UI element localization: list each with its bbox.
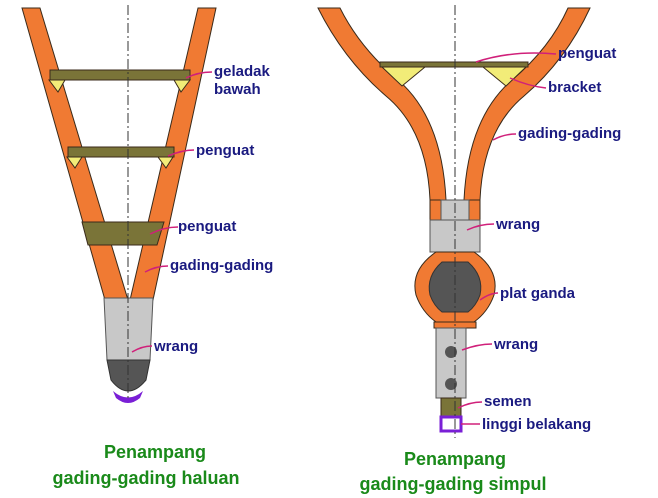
- right-bracket-port: [380, 66, 427, 87]
- right-bracket-starboard: [481, 66, 528, 87]
- left-caption-line1: Penampang: [104, 442, 206, 462]
- left-penguat-block: [81, 221, 165, 246]
- right-leader-plat: [479, 292, 499, 301]
- left-leader-penguat-1: [167, 149, 195, 157]
- left-bow-section: geladak bawah penguat penguat gading-gad…: [21, 5, 273, 488]
- right-label-linggi: linggi belakang: [482, 416, 591, 433]
- left-caption-line2: gading-gading haluan: [53, 468, 240, 488]
- right-frame-port: [317, 7, 447, 201]
- left-penguat-beam-1: [67, 146, 175, 158]
- right-label-semen: semen: [484, 393, 532, 410]
- left-label-penguat-1: penguat: [196, 142, 254, 159]
- left-keel-tip: [106, 359, 151, 392]
- right-label-gading: gading-gading: [518, 125, 621, 142]
- right-plat-ganda-inner: [428, 261, 482, 313]
- left-bracket-1a: [48, 79, 66, 93]
- left-leader-gading: [144, 265, 169, 273]
- right-label-wrang-1: wrang: [495, 216, 540, 233]
- left-bracket-2a: [66, 156, 83, 169]
- right-frame-foot-port: [429, 199, 442, 221]
- right-label-plat-ganda: plat ganda: [500, 285, 576, 302]
- right-leader-gading: [492, 133, 517, 141]
- right-leader-wrang-1: [466, 223, 495, 231]
- left-leader-geladak: [185, 71, 213, 79]
- left-deck-beam: [49, 69, 191, 81]
- left-bracket-2b: [157, 156, 174, 169]
- left-label-bawah: bawah: [214, 81, 261, 98]
- right-leader-penguat: [475, 52, 557, 63]
- right-frame-starboard: [463, 7, 591, 201]
- right-label-wrang-2: wrang: [493, 336, 538, 353]
- right-label-penguat: penguat: [558, 45, 616, 62]
- left-label-gading: gading-gading: [170, 257, 273, 274]
- left-label-wrang: wrang: [153, 338, 198, 355]
- right-penguat-beam: [379, 61, 529, 68]
- left-bracket-1b: [173, 79, 191, 93]
- right-wrang-hole-2: [445, 378, 457, 390]
- right-stern-section: penguat bracket gading-gading wrang plat…: [317, 5, 621, 494]
- left-leader-penguat-2: [149, 226, 179, 235]
- right-label-bracket: bracket: [548, 79, 601, 96]
- left-label-penguat-2: penguat: [178, 218, 236, 235]
- right-leader-semen: [457, 401, 483, 409]
- left-leader-wrang: [131, 345, 153, 353]
- right-caption-line1: Penampang: [404, 449, 506, 469]
- right-wrang-hole-1: [445, 346, 457, 358]
- right-semen: [440, 397, 462, 417]
- right-linggi-belakang: [439, 415, 463, 433]
- left-label-geladak: geladak: [214, 63, 271, 80]
- left-keel-purple: [113, 391, 143, 403]
- right-leader-bracket: [509, 77, 547, 89]
- right-frame-foot-starboard: [468, 199, 481, 221]
- right-leader-wrang-2: [461, 343, 493, 351]
- right-caption-line2: gading-gading simpul: [360, 474, 547, 494]
